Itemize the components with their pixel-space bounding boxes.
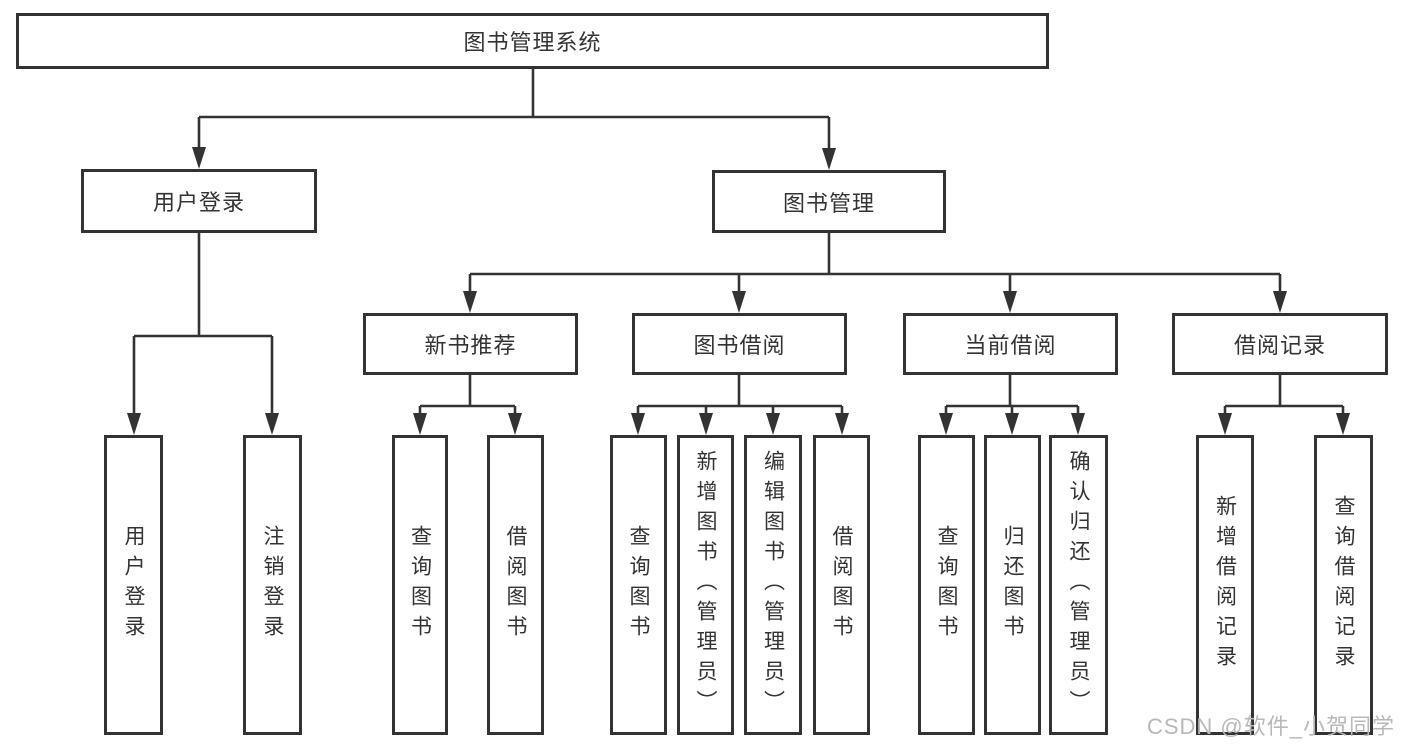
leaf-label: 查询图书 — [408, 525, 432, 645]
leaf-query-books-current: 查询图书 — [918, 435, 975, 735]
leaf-label: 新增图书（管理员） — [694, 450, 717, 720]
leaf-label: 新增借阅记录 — [1213, 495, 1237, 675]
leaf-label: 借阅图书 — [504, 525, 527, 645]
leaf-add-books-admin: 新增图书（管理员） — [677, 435, 734, 735]
node-user-login: 用户登录 — [81, 169, 317, 233]
leaf-return-books: 归还图书 — [984, 435, 1041, 735]
connector-bookmgmt-to-level3 — [468, 233, 1282, 295]
leaf-query-books-borrow: 查询图书 — [610, 435, 667, 735]
node-current-borrow: 当前借阅 — [903, 313, 1118, 375]
node-borrow-record: 借阅记录 — [1172, 313, 1388, 375]
leaf-label: 借阅图书 — [830, 525, 853, 645]
leaf-label: 查询借阅记录 — [1332, 495, 1355, 675]
leaf-label: 确认归还（管理员） — [1067, 450, 1090, 720]
leaf-borrow-books-recommend: 借阅图书 — [487, 435, 544, 735]
connector-current-to-leaves — [944, 375, 1080, 416]
leaf-user-login: 用户登录 — [104, 435, 163, 735]
leaf-label: 查询图书 — [627, 525, 650, 645]
leaf-query-books-recommend: 查询图书 — [392, 435, 448, 735]
node-root-system: 图书管理系统 — [16, 13, 1049, 69]
leaf-label: 用户登录 — [122, 525, 145, 645]
node-book-borrow: 图书借阅 — [632, 313, 847, 375]
connector-borrow-to-leaves — [636, 375, 844, 416]
leaf-label: 编辑图书（管理员） — [761, 450, 785, 720]
connector-record-to-leaves — [1223, 375, 1345, 416]
node-new-book-recommend: 新书推荐 — [363, 313, 578, 375]
leaf-logout: 注销登录 — [243, 435, 302, 735]
leaf-label: 查询图书 — [935, 525, 958, 645]
leaf-confirm-return-admin: 确认归还（管理员） — [1049, 435, 1108, 735]
leaf-label: 注销登录 — [261, 525, 284, 645]
connector-userlogin-to-leaves — [132, 233, 274, 416]
watermark-text: CSDN @软件_小贺同学 — [1146, 714, 1395, 739]
leaf-add-borrow-record: 新增借阅记录 — [1196, 435, 1254, 735]
leaf-edit-books-admin: 编辑图书（管理员） — [744, 435, 802, 735]
node-book-management: 图书管理 — [712, 170, 946, 233]
leaf-label: 归还图书 — [1001, 525, 1024, 645]
leaf-query-borrow-record: 查询借阅记录 — [1314, 435, 1373, 735]
arrowheads — [127, 147, 1350, 435]
connector-root-to-level2 — [197, 69, 831, 151]
connector-recommend-to-leaves — [418, 375, 517, 416]
leaf-borrow-books: 借阅图书 — [813, 435, 870, 735]
